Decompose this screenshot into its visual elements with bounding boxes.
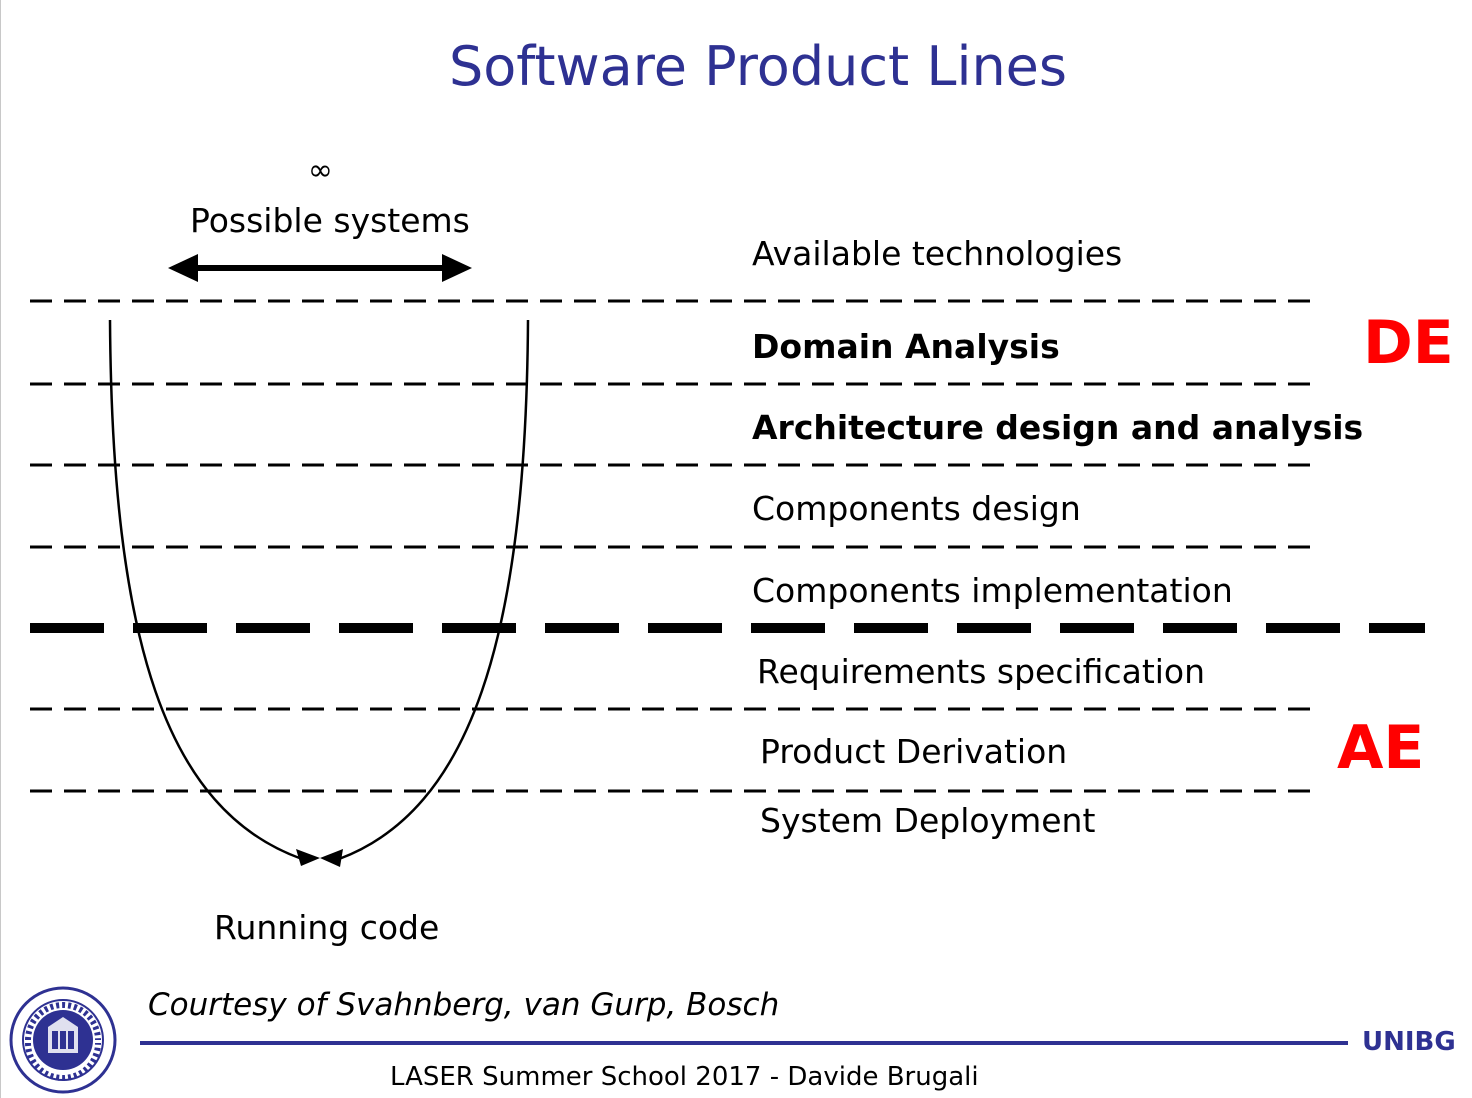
infinity-symbol: ∞ <box>308 153 333 188</box>
layer-system-deployment: System Deployment <box>760 801 1096 840</box>
possible-systems-arrow <box>168 254 472 282</box>
funnel-left-curve <box>108 319 303 861</box>
slide-title: Software Product Lines <box>448 35 1068 98</box>
left-edge <box>0 0 1 1098</box>
layer-components-implementation: Components implementation <box>752 571 1233 610</box>
group-tag-ae: AE <box>1337 713 1425 783</box>
university-seal-icon <box>9 986 117 1094</box>
layer-product-derivation: Product Derivation <box>760 732 1068 771</box>
funnel-left-arrowhead <box>296 849 320 866</box>
footer-rule <box>140 1041 1348 1045</box>
layer-components-design: Components design <box>752 489 1081 528</box>
funnel-right-arrowhead <box>320 849 343 867</box>
possible-systems-label: Possible systems <box>190 201 470 240</box>
funnel-right-curve <box>338 319 530 861</box>
layer-architecture-design: Architecture design and analysis <box>752 408 1364 447</box>
footer-credit: LASER Summer School 2017 - Davide Brugal… <box>390 1062 979 1092</box>
courtesy-note: Courtesy of Svahnberg, van Gurp, Bosch <box>148 987 780 1023</box>
layer-requirements-specification: Requirements specification <box>757 652 1206 691</box>
layer-domain-analysis: Domain Analysis <box>752 327 1060 366</box>
layer-available-technologies: Available technologies <box>752 234 1123 273</box>
running-code-label: Running code <box>214 908 440 947</box>
group-tag-de: DE <box>1363 308 1454 378</box>
footer-brand: UNIBG <box>1362 1027 1456 1057</box>
